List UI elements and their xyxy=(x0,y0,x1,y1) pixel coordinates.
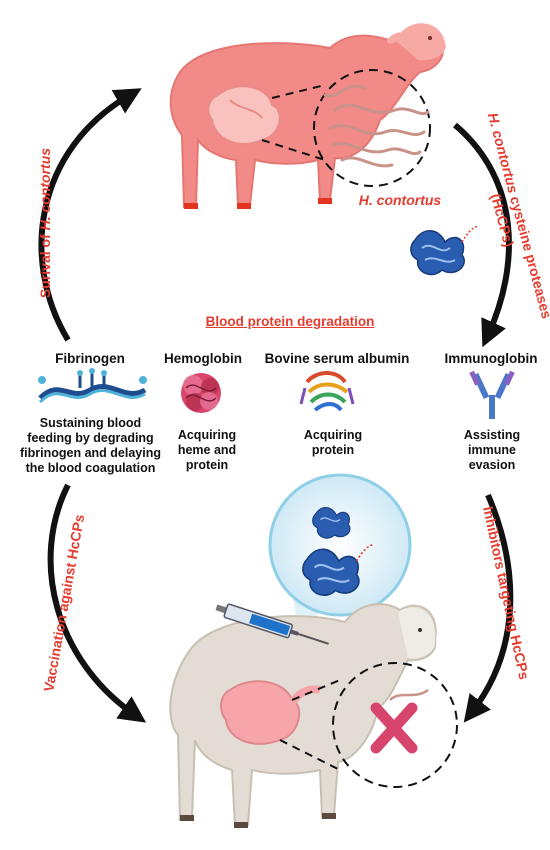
infected-sheep xyxy=(169,23,446,209)
arrow-vaccination xyxy=(47,483,147,723)
diagram-title: Blood protein degradation xyxy=(205,314,375,329)
fibrinogen-icon xyxy=(38,368,147,404)
protein-name-albumin: Bovine serum albumin xyxy=(264,351,410,366)
protease-bubble xyxy=(268,473,412,650)
label-survival: Surival of H. contortus xyxy=(37,147,54,299)
protein-function-immunoglobin: Assisting immune evasion xyxy=(463,428,521,472)
protein-function-albumin: Acquiring protein xyxy=(303,428,363,457)
antibody-icon xyxy=(469,370,515,419)
syringe-icon xyxy=(215,603,329,645)
arrow-inhibitors xyxy=(463,493,514,723)
protein-function-fibrinogen: Sustaining blood feeding by degrading fi… xyxy=(20,416,161,475)
inhibition-magnifier xyxy=(279,662,458,788)
arrow-survival xyxy=(38,88,142,342)
vaccinated-sheep xyxy=(169,603,437,828)
protease-icon xyxy=(410,225,479,276)
protein-name-immunoglobin: Immunoglobin xyxy=(444,351,538,366)
protein-name-fibrinogen: Fibrinogen xyxy=(55,351,125,366)
hemoglobin-icon xyxy=(181,373,221,413)
parasite-label: H. contortus xyxy=(358,192,442,208)
protein-name-hemoglobin: Hemoglobin xyxy=(164,351,242,366)
albumin-icon xyxy=(299,371,355,412)
arrow-cysteine-proteases xyxy=(453,122,512,348)
protein-function-hemoglobin: Acquiring heme and protein xyxy=(177,428,237,472)
worm-magnifier xyxy=(261,69,431,187)
blocked-x-icon xyxy=(370,702,418,754)
